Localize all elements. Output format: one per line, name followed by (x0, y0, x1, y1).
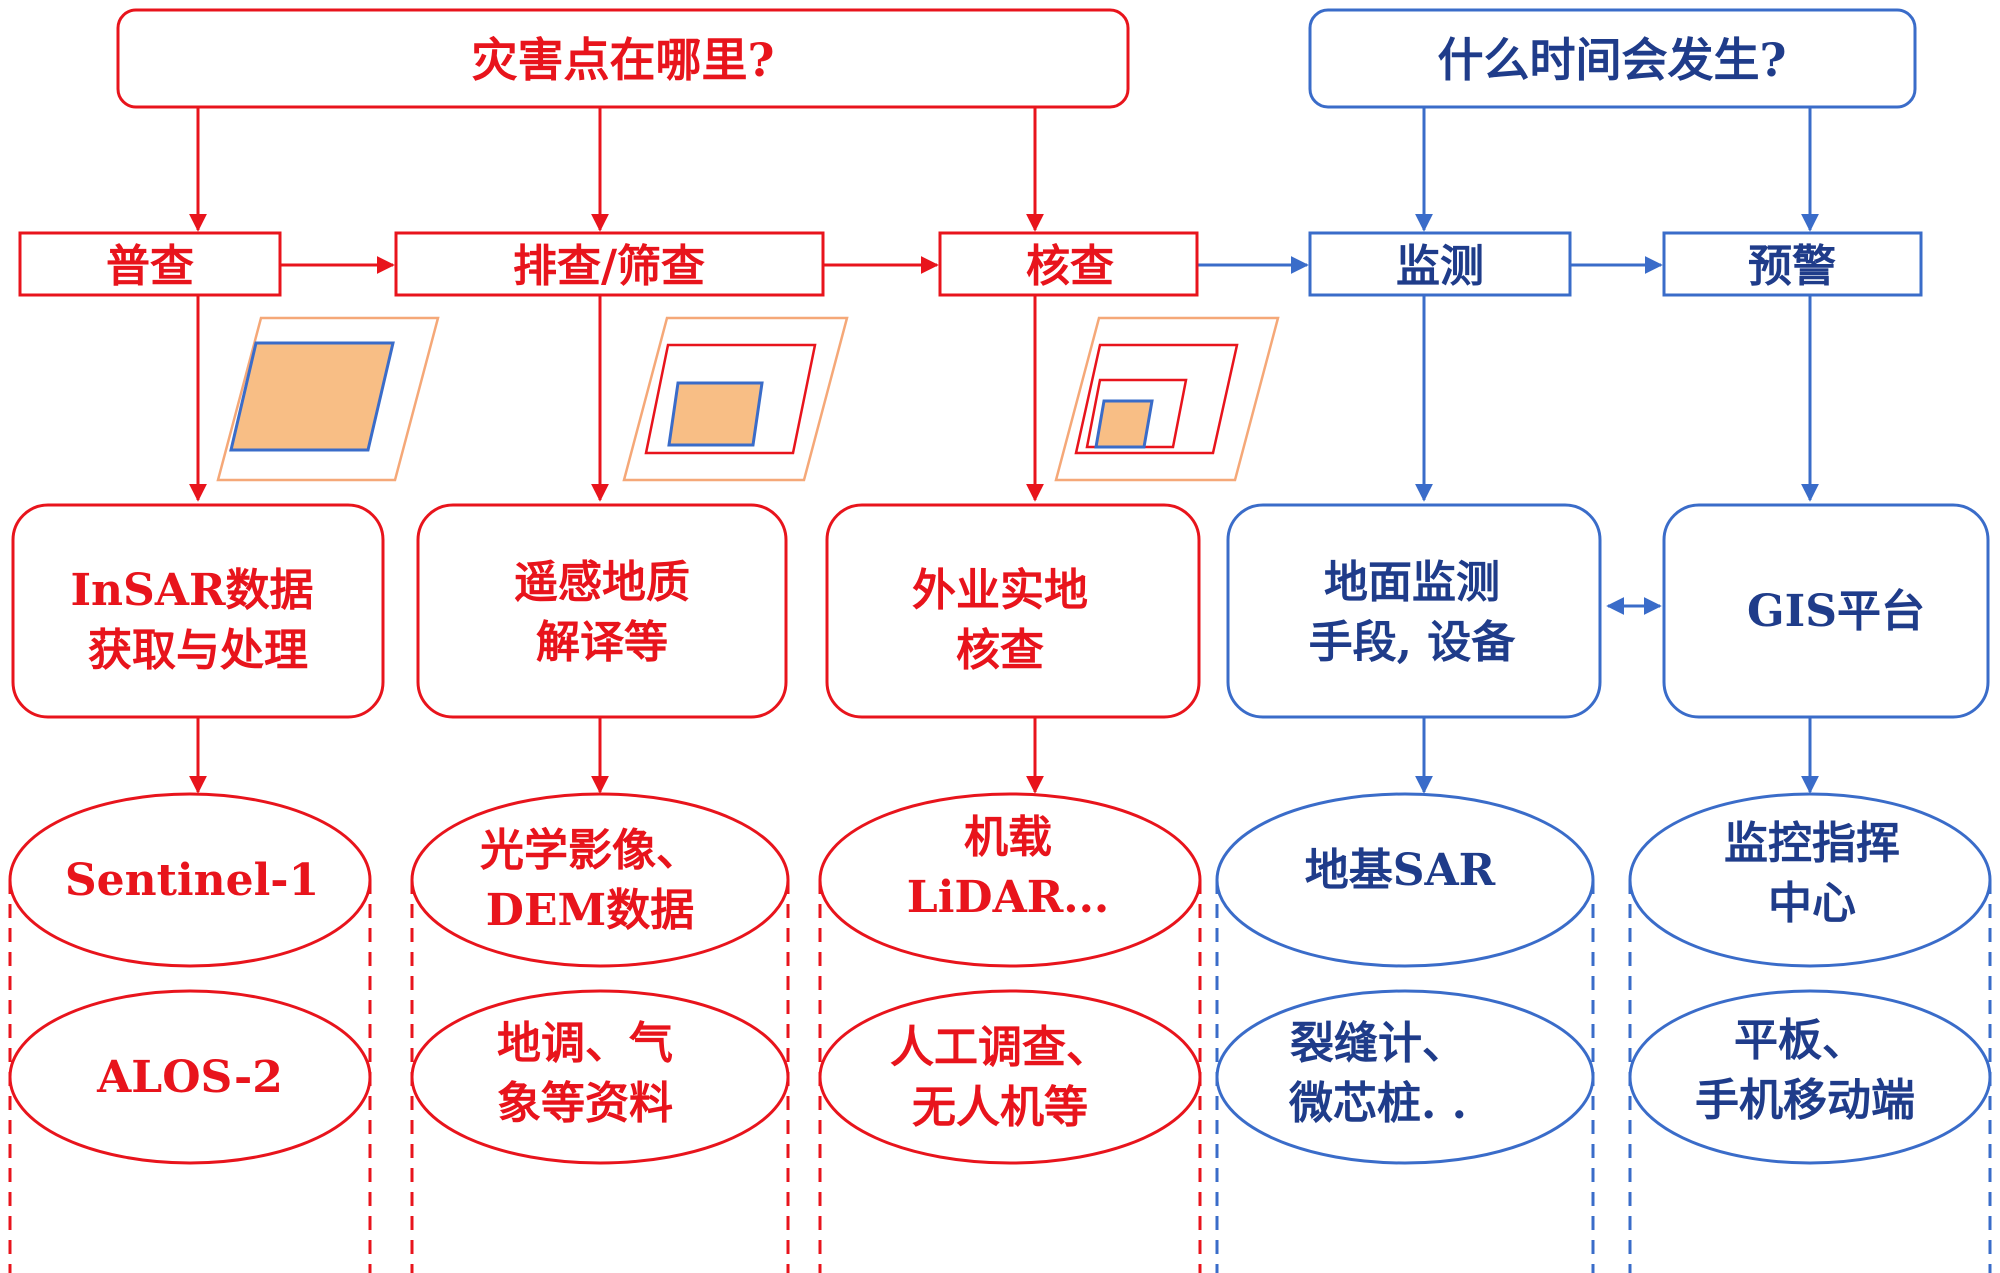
method-gis-label: GIS平台 (1747, 586, 1925, 637)
scope-icon-verification (1054, 316, 1280, 482)
method-field-box: 外业实地 核查 (825, 503, 1201, 719)
method-field-line2: 核查 (956, 625, 1044, 676)
resource-mobile-line1: 平板、 (1734, 1015, 1866, 1066)
question-where-box: 灾害点在哪里? (116, 8, 1130, 109)
resource-cylinder-5: 监控指挥 中心 平板、 手机移动端 (1628, 792, 1992, 1273)
stage-screening-box: 排查/筛查 (394, 231, 825, 297)
red-connectors (189, 108, 1044, 794)
resource-mobile-line2: 手机移动端 (1695, 1075, 1915, 1126)
resource-survey-line1: 地调、气 (497, 1018, 673, 1069)
method-ground-box: 地面监测 手段, 设备 (1226, 503, 1602, 719)
method-field-line1: 外业实地 (912, 565, 1088, 616)
stage-verification-box: 核查 (938, 231, 1199, 297)
stage-monitoring-box: 监测 (1308, 231, 1572, 297)
question-when-box: 什么时间会发生? (1308, 8, 1917, 109)
resource-command-line2: 中心 (1768, 878, 1856, 929)
resource-alos: ALOS-2 (96, 1052, 283, 1103)
method-insar-box: InSAR数据 获取与处理 (11, 503, 385, 719)
resource-sentinel: Sentinel-1 (65, 855, 319, 906)
resource-manual-line1: 人工调查、 (890, 1022, 1110, 1073)
scope-icon-census (216, 316, 440, 482)
blue-connectors (1197, 108, 1819, 794)
resource-airborne-line2: LiDAR... (907, 872, 1109, 923)
method-gis-box: GIS平台 (1662, 503, 1990, 719)
method-remote-line2: 解译等 (536, 617, 668, 668)
resource-survey-line2: 象等资料 (497, 1078, 673, 1129)
resource-cylinder-4: 地基SAR 裂缝计、 微芯桩. . (1215, 792, 1595, 1273)
resource-gbsar: 地基SAR (1305, 845, 1496, 896)
resource-manual-line2: 无人机等 (912, 1082, 1088, 1133)
method-remote-line1: 遥感地质 (514, 557, 690, 608)
question-where-text: 灾害点在哪里? (472, 33, 775, 87)
method-remote-box: 遥感地质 解译等 (416, 503, 788, 719)
stage-census-box: 普查 (18, 231, 282, 297)
resource-command-line1: 监控指挥 (1724, 818, 1900, 869)
resource-cylinder-3: 机载 LiDAR... 人工调查、 无人机等 (818, 792, 1202, 1273)
stage-census-label: 普查 (106, 241, 194, 292)
resource-optical-line1: 光学影像、 (480, 825, 700, 876)
stage-monitoring-label: 监测 (1396, 241, 1484, 292)
stage-warning-box: 预警 (1662, 231, 1923, 297)
stage-warning-label: 预警 (1748, 241, 1836, 292)
resource-sensors-line2: 微芯桩. . (1288, 1078, 1467, 1129)
resource-cylinder-2: 光学影像、 DEM数据 地调、气 象等资料 (410, 792, 790, 1273)
method-insar-line2: 获取与处理 (88, 625, 308, 676)
resource-sensors-line1: 裂缝计、 (1290, 1018, 1466, 1069)
resource-cylinder-1: Sentinel-1 ALOS-2 (8, 792, 372, 1273)
resource-optical-line2: DEM数据 (486, 885, 694, 936)
stage-verification-label: 核查 (1026, 241, 1114, 292)
question-when-text: 什么时间会发生? (1438, 33, 1787, 87)
method-insar-line1: InSAR数据 (70, 565, 313, 616)
scope-icon-screening (622, 316, 849, 482)
stage-screening-label: 排查/筛查 (513, 241, 705, 292)
resource-airborne-line1: 机载 (964, 812, 1052, 863)
method-ground-line1: 地面监测 (1324, 557, 1500, 608)
method-ground-line2: 手段, 设备 (1309, 617, 1517, 668)
